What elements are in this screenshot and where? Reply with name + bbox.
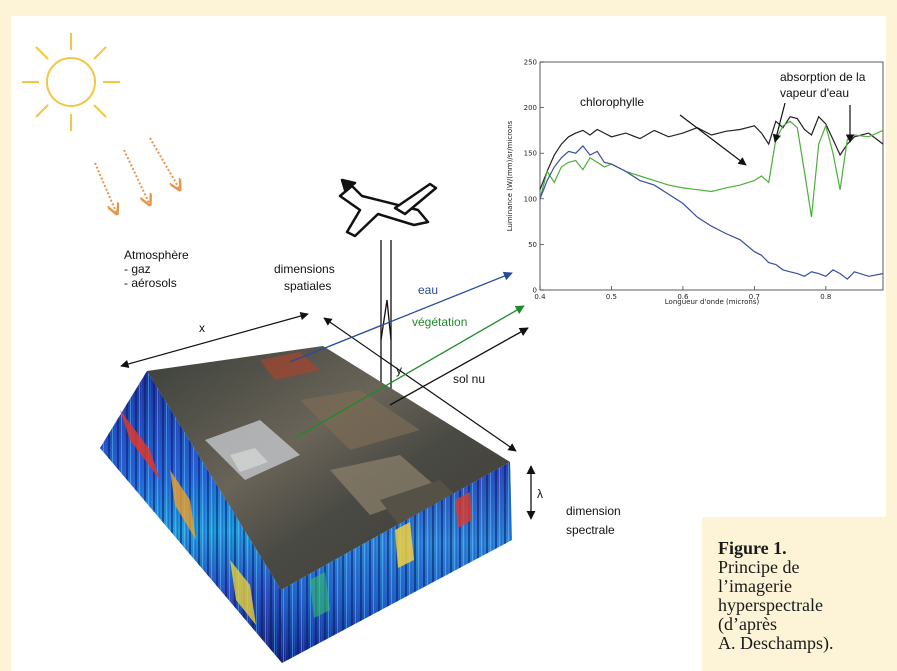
y-dimension-arrow [323,317,517,452]
chart-series-line [539,144,884,280]
chart-y-axis-label: Luminance (W/(mm)/sr/microns [506,120,514,231]
vegetation-arrow [294,305,525,439]
chart-x-tick-label: 0.5 [606,293,617,301]
chart-x-tick-label: 0.7 [749,293,760,301]
x-dimension-arrow [120,311,309,369]
chart-x-tick-label: 0.4 [534,293,546,301]
caption-title: Figure 1. [718,538,787,558]
water-absorption-line1: absorption de la [780,70,866,84]
caption-line: l’imagerie [718,576,792,596]
incoming-light-arrows [94,137,180,214]
chart-y-tick-label: 200 [524,104,537,112]
caption-line: A. Deschamps). [718,633,834,653]
chlorophyll-arrow [679,114,747,166]
y-label: y [396,363,402,377]
atmosphere-title: Atmosphère [124,248,189,262]
chlorophyll-annotation: chlorophylle [580,95,644,109]
atmosphere-gas: - gaz [124,262,151,276]
chart-x-axis-label: Longueur d'onde (microns) [665,298,760,306]
chart-y-tick-label: 0 [533,287,537,295]
spectrum-chart: 0.4 0.5 0.6 0.7 0.8 0 50 100 150 200 250 Longueur … [506,59,884,306]
bare-soil-label: sol nu [453,372,485,386]
atmosphere-aerosols: - aérosols [124,276,177,290]
chart-x-tick-label: 0.8 [820,293,831,301]
x-label: x [199,321,205,335]
caption-line: hyperspectrale [718,595,823,615]
water-absorption-line2: vapeur d'eau [780,86,849,100]
chart-series-line [539,115,884,190]
water-label: eau [418,283,438,297]
caption-line: Principe de [718,557,800,577]
sun-icon [22,33,120,131]
caption-line: (d’après [718,614,777,634]
chart-plot-area [539,61,884,291]
spatial-dimensions-line1: dimensions [274,262,335,276]
bare-soil-arrow [389,327,529,406]
vegetation-label: végétation [412,315,467,329]
water-absorption-arrow-1 [772,102,786,143]
chart-y-tick-label: 250 [524,59,537,67]
lambda-label: λ [537,487,543,501]
chart-y-tick-label: 150 [524,150,537,158]
chart-y-tick-label: 100 [524,195,537,203]
spectral-dimension-line2: spectrale [566,523,615,537]
chart-x-tick-label: 0.6 [677,293,689,301]
chart-y-tick-label: 50 [528,241,537,249]
water-arrow [289,271,513,363]
spatial-dimensions-line2: spatiales [284,279,331,293]
chart-series-line [539,120,884,218]
airplane-icon [338,178,438,238]
spectral-dimension-line1: dimension [566,504,621,518]
